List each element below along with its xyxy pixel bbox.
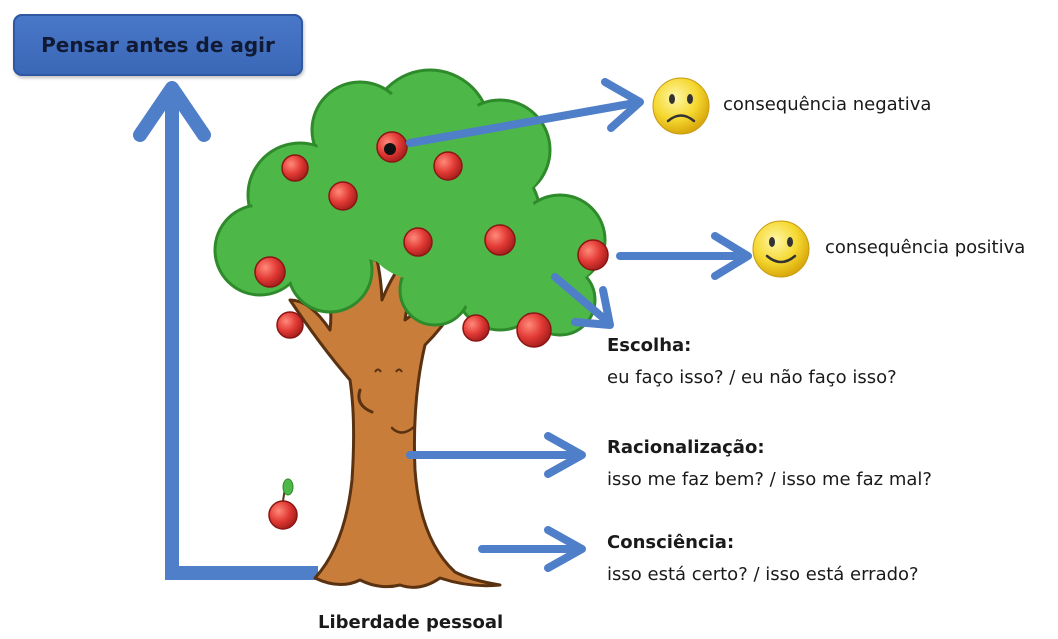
apple-icon: [281, 154, 309, 182]
rationalization-heading: Racionalização:: [607, 437, 765, 458]
apples: [254, 131, 609, 530]
arrow-to-consciousness: [478, 526, 586, 572]
apple-icon: [328, 181, 358, 211]
apple-icon: [484, 224, 516, 256]
apple-icon: [433, 151, 463, 181]
fallen-apple-icon: [268, 478, 298, 530]
choice-question: eu faço isso? / eu não faço isso?: [607, 367, 897, 388]
apple-icon: [577, 239, 609, 271]
positive-consequence-label: consequência positiva: [825, 237, 1026, 258]
happy-face-icon: [752, 220, 810, 278]
apple-icon: [276, 311, 304, 339]
apple-icon: [254, 256, 286, 288]
arrow-to-rationalization: [406, 432, 586, 478]
consciousness-heading: Consciência:: [607, 532, 735, 553]
arrow-to-positive: [616, 232, 752, 280]
rotten-apple-icon: [376, 131, 408, 163]
title-box: Pensar antes de agir: [13, 14, 303, 76]
arrow-to-choice: [551, 273, 614, 329]
choice-heading: Escolha:: [607, 335, 692, 356]
personal-freedom-label: Liberdade pessoal: [318, 612, 504, 633]
title-box-label: Pensar antes de agir: [41, 33, 275, 57]
arrow-to-negative: [406, 78, 644, 147]
apple-icon: [516, 312, 552, 348]
negative-consequence-label: consequência negativa: [723, 94, 932, 115]
consciousness-question: isso está certo? / isso está errado?: [607, 564, 919, 585]
apple-icon: [462, 314, 490, 342]
sad-face-icon: [652, 77, 710, 135]
apple-icon: [403, 227, 433, 257]
rationalization-question: isso me faz bem? / isso me faz mal?: [607, 469, 932, 490]
vertical-arrow: [133, 81, 318, 580]
